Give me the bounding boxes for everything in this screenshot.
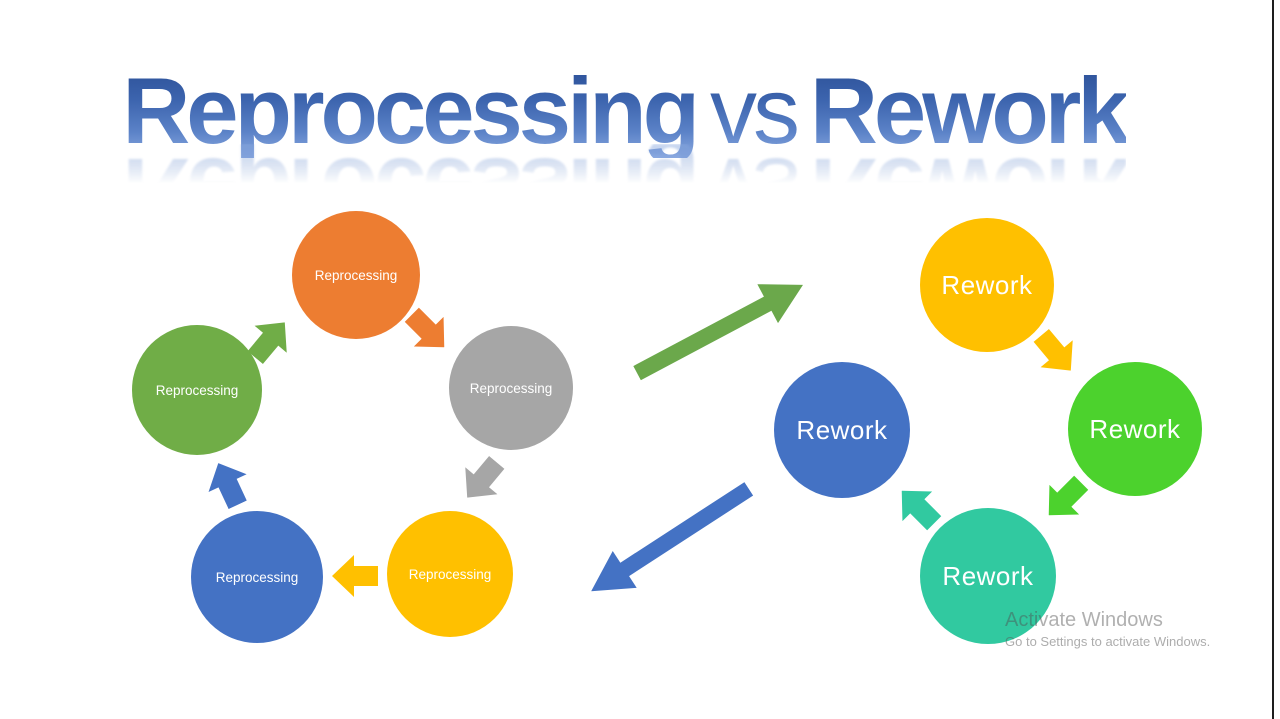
- right-cycle-arrow-yellow-icon: [1025, 322, 1087, 384]
- circle-label: Reprocessing: [155, 382, 239, 398]
- connector-arrow-up-right-icon: [627, 265, 814, 392]
- left-cycle-circle-left: Reprocessing: [132, 325, 262, 455]
- right-cycle-circle-right: Rework: [1068, 362, 1202, 496]
- circle-label: Rework: [941, 269, 1033, 300]
- left-cycle-circle-bottom-right: Reprocessing: [387, 511, 513, 637]
- watermark-line2: Go to Settings to activate Windows.: [1005, 634, 1211, 649]
- right-cycle-arrow-lime-icon: [1034, 468, 1096, 530]
- circle-label: Rework: [796, 414, 888, 445]
- window-edge-line: [1272, 0, 1274, 719]
- watermark-line1: Activate Windows: [1005, 609, 1163, 631]
- left-cycle-circle-top: Reprocessing: [292, 211, 420, 339]
- circle-label: Reprocessing: [215, 569, 299, 585]
- right-cycle-circle-top: Rework: [920, 218, 1054, 352]
- left-cycle-arrow-blue-icon: [199, 454, 257, 513]
- left-cycle-circle-right: Reprocessing: [449, 326, 573, 450]
- activate-windows-watermark: Activate Windows Go to Settings to activ…: [1005, 608, 1210, 650]
- left-cycle-arrow-gray-icon: [451, 449, 513, 511]
- circle-label: Reprocessing: [469, 380, 553, 396]
- circle-label: Rework: [942, 560, 1034, 591]
- circle-label: Reprocessing: [314, 267, 398, 283]
- left-cycle-arrow-green-icon: [239, 309, 301, 371]
- left-cycle-arrow-yellow-icon: [332, 555, 378, 597]
- right-cycle-arrow-teal-icon: [887, 476, 949, 538]
- connector-arrow-down-left-icon: [579, 470, 761, 609]
- circle-label: Reprocessing: [408, 566, 492, 582]
- right-cycle-circle-left: Rework: [774, 362, 910, 498]
- right-cycle-circle-bottom: Rework: [920, 508, 1056, 644]
- left-cycle-circle-bottom-left: Reprocessing: [191, 511, 323, 643]
- left-cycle-arrow-orange-icon: [397, 300, 459, 362]
- circle-label: Rework: [1089, 413, 1181, 444]
